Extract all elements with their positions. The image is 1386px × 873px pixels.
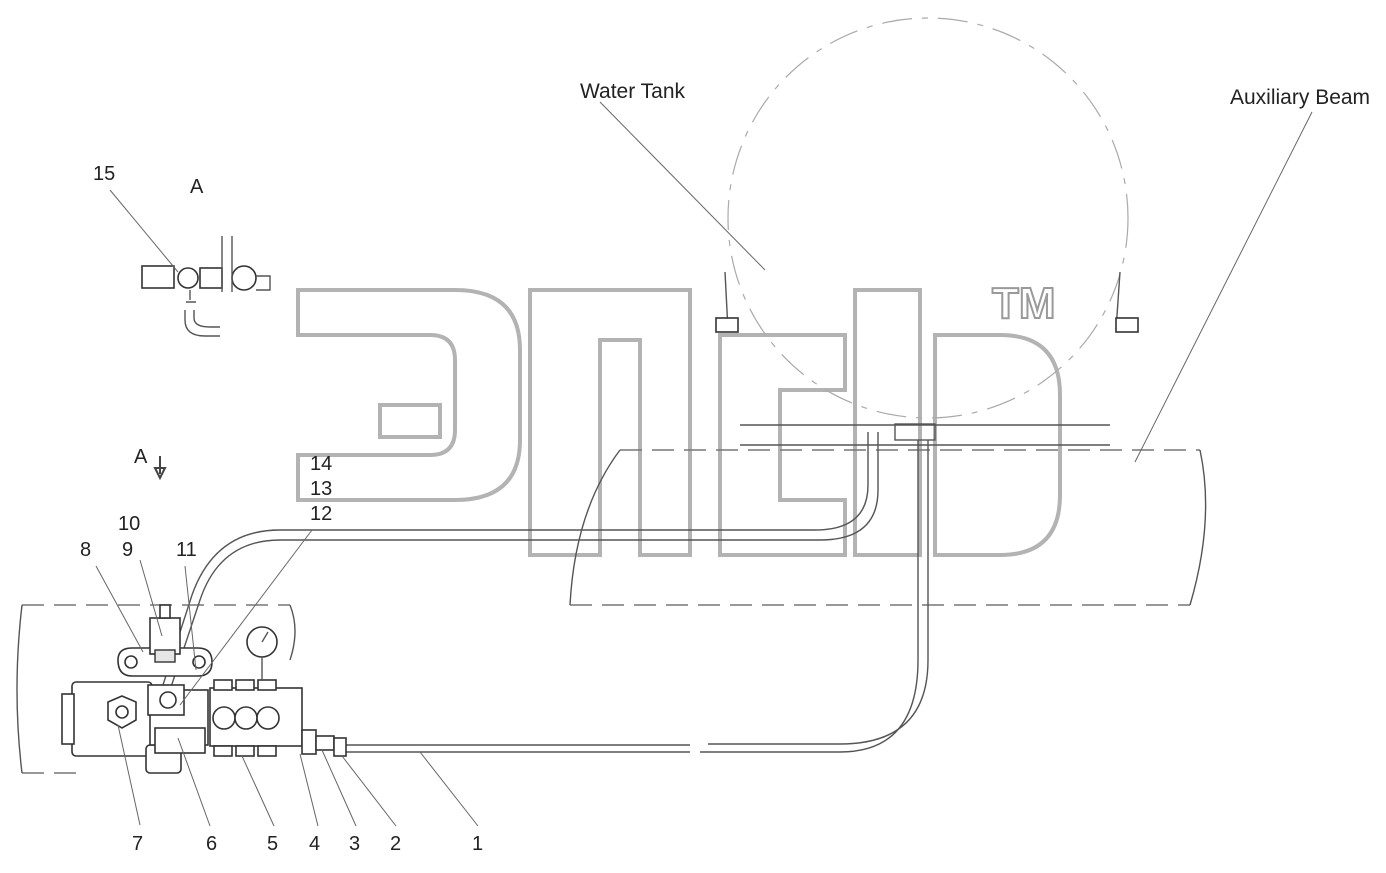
- part-number-11: 11: [176, 539, 197, 561]
- view-a-title: A: [190, 176, 204, 198]
- part-number-4: 4: [309, 833, 320, 855]
- pipe-return: [345, 440, 929, 753]
- view-a-detail: [141, 236, 271, 337]
- part-number-15: 15: [93, 163, 115, 185]
- water-tank-label: Water Tank: [580, 80, 686, 103]
- part-number-8: 8: [80, 539, 91, 561]
- pipe-supply: [161, 432, 879, 691]
- view-a-arrow-label: A: [134, 446, 148, 468]
- part-number-12: 12: [310, 503, 332, 525]
- water-tank: [715, 17, 1139, 446]
- part-number-9: 9: [122, 539, 133, 561]
- part-number-5: 5: [267, 833, 278, 855]
- frame-rail: [16, 604, 296, 774]
- part-number-14: 14: [310, 453, 332, 475]
- pump-assembly: [61, 604, 347, 774]
- part-number-1: 1: [472, 833, 483, 855]
- part-number-10: 10: [118, 513, 140, 535]
- leader-lines: [95, 101, 1313, 827]
- part-number-6: 6: [206, 833, 217, 855]
- auxiliary-beam: [569, 449, 1207, 606]
- auxiliary-beam-label: Auxiliary Beam: [1230, 86, 1370, 109]
- watermark-logo: TM: [296, 278, 1062, 557]
- part-number-2: 2: [390, 833, 401, 855]
- part-number-13: 13: [310, 478, 332, 500]
- part-number-3: 3: [349, 833, 360, 855]
- watermark-tm: TM: [992, 279, 1056, 328]
- part-number-7: 7: [132, 833, 143, 855]
